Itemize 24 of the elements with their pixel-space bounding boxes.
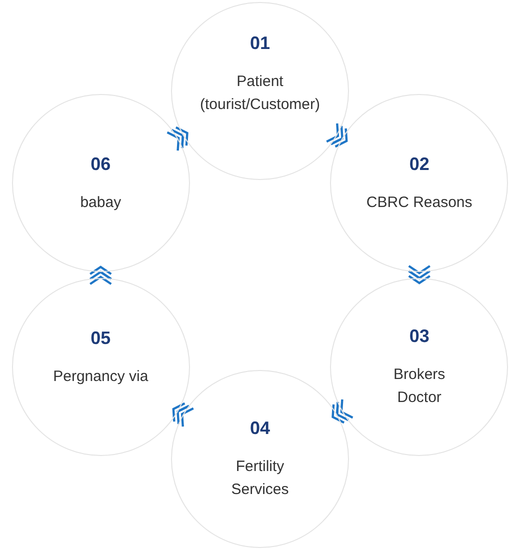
step-label: Patient (tourist/Customer) [198,72,322,115]
step-number: 05 [90,326,111,348]
step-circle [330,278,508,456]
step-label: Fertility Services [230,457,290,500]
step-circle [330,94,508,272]
chevron-arrow [172,402,194,428]
step-label: babay [80,192,122,212]
step-circle [171,370,349,548]
step-number: 02 [409,152,430,174]
step-circle [12,94,190,272]
step-label: CBRC Reasons [366,192,472,212]
chevron-arrow [326,122,348,148]
chevron-arrow [89,266,112,286]
step-number: 06 [90,152,111,174]
chevron-arrow [166,126,188,152]
chevron-arrow [332,398,354,424]
step-number: 03 [409,325,430,347]
step-number: 04 [250,417,270,439]
chevron-arrow [408,264,431,284]
step-label: Brokers Doctor [392,365,446,408]
step-circle [171,2,349,180]
step-label: Pergnancy via [53,366,148,386]
step-number: 01 [250,32,270,54]
step-circle [12,278,190,456]
